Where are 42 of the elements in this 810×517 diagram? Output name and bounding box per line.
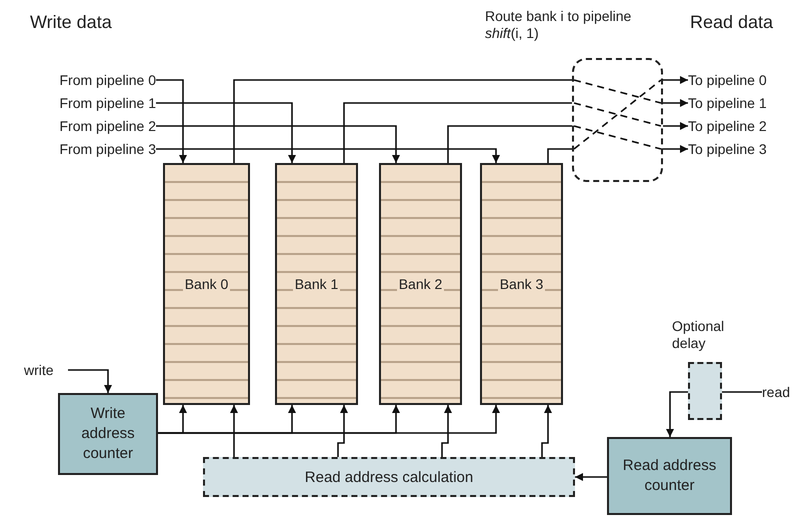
counter-box: Write address counter bbox=[58, 393, 158, 475]
arrow bbox=[156, 79, 187, 163]
arrow bbox=[663, 76, 688, 84]
signal-label: To pipeline 2 bbox=[688, 116, 800, 136]
arrow bbox=[156, 125, 400, 163]
arrow bbox=[663, 122, 688, 130]
section-title: Write data bbox=[30, 12, 112, 33]
signal-label: From pipeline 2 bbox=[24, 116, 156, 136]
calculation-box: Read address calculation bbox=[203, 457, 575, 497]
arrow bbox=[663, 145, 688, 153]
signal-label: From pipeline 0 bbox=[24, 70, 156, 90]
arrow bbox=[230, 405, 238, 457]
arrow bbox=[575, 473, 607, 481]
section-title: Read data bbox=[690, 12, 774, 33]
memory-bank bbox=[480, 163, 563, 405]
signal-label: To pipeline 3 bbox=[688, 139, 800, 159]
connector-line bbox=[343, 102, 572, 163]
arrow bbox=[156, 102, 296, 163]
arrow bbox=[156, 148, 500, 163]
counter-box: Read address counter bbox=[607, 437, 732, 515]
signal-label: read bbox=[762, 382, 802, 402]
memory-bank bbox=[379, 163, 462, 405]
memory-bank bbox=[275, 163, 358, 405]
arrow bbox=[441, 405, 452, 457]
memory-bank bbox=[163, 163, 250, 405]
crossbar-heading: Route bank i to pipeline shift(i, 1) bbox=[485, 8, 632, 42]
arrow bbox=[541, 405, 552, 457]
delay-heading: Optional delay bbox=[672, 318, 726, 352]
arrow bbox=[666, 391, 688, 437]
signal-label: From pipeline 3 bbox=[24, 139, 156, 159]
connector-line bbox=[233, 79, 572, 163]
arrow bbox=[158, 405, 500, 434]
signal-label: To pipeline 0 bbox=[688, 70, 800, 90]
connector-line bbox=[447, 125, 572, 163]
arrow bbox=[663, 99, 688, 107]
signal-label: write bbox=[24, 360, 68, 380]
signal-label: To pipeline 1 bbox=[688, 93, 800, 113]
connector-line bbox=[547, 148, 572, 163]
arrow bbox=[68, 369, 112, 393]
signal-label: From pipeline 1 bbox=[24, 93, 156, 113]
connector-line bbox=[722, 391, 762, 393]
arrow bbox=[337, 405, 348, 457]
